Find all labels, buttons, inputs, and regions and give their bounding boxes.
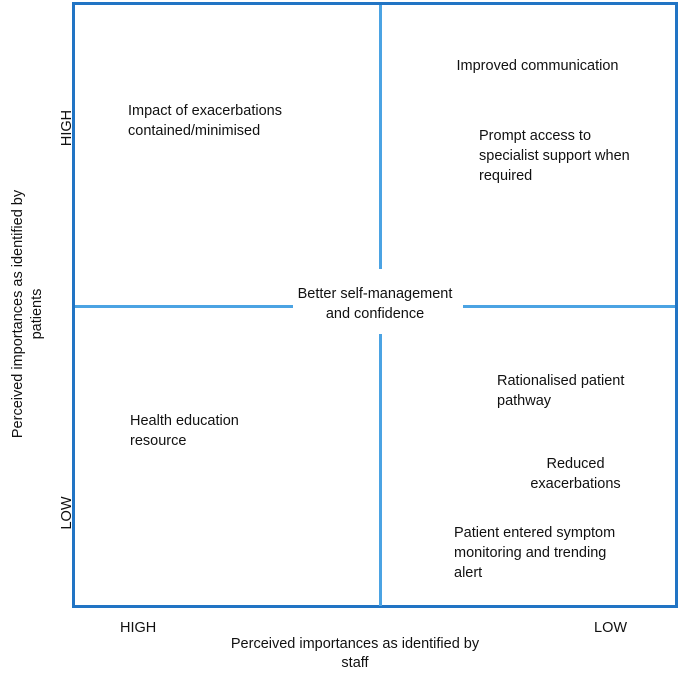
matrix-item-reduced-exacerbations: Reduced exacerbations (530, 456, 621, 492)
vertical-divider-bottom (379, 334, 382, 606)
y-axis-title: Perceived importances as identified by p… (10, 189, 45, 439)
x-axis-tick-high: HIGH (120, 620, 157, 636)
matrix-item-health-education-resource: Health education resource (130, 413, 239, 449)
matrix-item-rationalised-patient-pathway: Rationalised patient pathway (497, 373, 625, 409)
matrix-item-better-self-management: Better self-management and confidence (297, 286, 453, 322)
x-axis-tick-low: LOW (594, 620, 628, 636)
matrix-item-prompt-access-to-specialist-support: Prompt access to specialist support when… (479, 128, 630, 184)
x-axis-title: Perceived importances as identified by s… (230, 636, 480, 671)
y-axis-tick-high: HIGH (59, 109, 75, 147)
matrix-item-impact-of-exacerbations: Impact of exacerbations contained/minimi… (128, 103, 282, 139)
matrix-item-improved-communication: Improved communication (456, 58, 619, 74)
y-axis-tick-low: LOW (59, 496, 75, 530)
horizontal-divider-left (75, 305, 293, 308)
horizontal-divider-right (463, 305, 675, 308)
matrix-item-patient-entered-symptom-monitoring: Patient entered symptom monitoring and t… (454, 525, 616, 581)
vertical-divider-top (379, 5, 382, 269)
